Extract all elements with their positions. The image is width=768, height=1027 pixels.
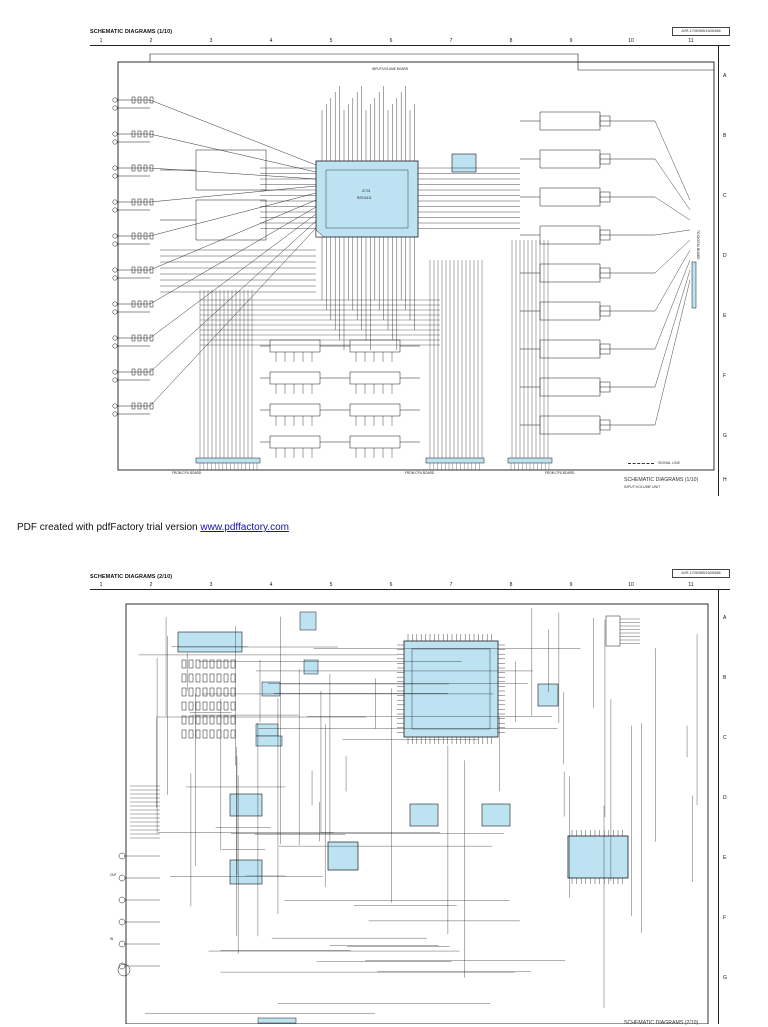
row-label: G [723, 975, 727, 981]
ic-chip [255, 723, 279, 737]
row-label: F [723, 915, 727, 921]
ic-chip [261, 681, 281, 697]
column-ruler: 1 2 3 4 5 6 7 8 9 10 11 [90, 38, 730, 46]
ic-chip [255, 735, 283, 747]
column-label: 2 [149, 38, 153, 44]
row-label: F [723, 373, 727, 379]
side-label: OUT [110, 873, 117, 877]
ic-part-label: R2S15111 [357, 196, 372, 200]
dsp-ic-chip [403, 640, 499, 738]
sheet-title: SCHEMATIC DIAGRAMS (2/10) [90, 574, 173, 580]
sheet-caption: SCHEMATIC DIAGRAMS (1/10) INPUT/VOLUME U… [624, 477, 698, 490]
column-label: 8 [509, 38, 513, 44]
column-label: 2 [149, 582, 153, 588]
row-label: A [723, 73, 727, 79]
signal-line-legend: SIGNAL LINE [628, 461, 680, 465]
column-label: 4 [269, 38, 273, 44]
column-label: 11 [688, 582, 694, 588]
column-ruler: 1 2 3 4 5 6 7 8 9 10 11 [90, 582, 730, 590]
ic-chip [229, 793, 263, 817]
column-label: 8 [509, 582, 513, 588]
pdf-note-text: PDF created with pdfFactory trial versio… [17, 522, 201, 533]
connector-label: FROM CPU BOARD [405, 471, 435, 475]
row-label: D [723, 795, 727, 801]
column-label: 6 [389, 38, 393, 44]
ic-chip [229, 859, 263, 885]
column-label: 11 [688, 38, 694, 44]
ic-chip [177, 631, 243, 653]
row-label: B [723, 675, 727, 681]
board-label: INPUT/VOLUME BOARD [372, 67, 409, 71]
small-ic-chip [451, 153, 477, 173]
column-label: 7 [449, 582, 453, 588]
model-code: AVR-1705/985/1605/686 [672, 27, 730, 36]
sheet-title: SCHEMATIC DIAGRAMS (1/10) [90, 29, 173, 35]
column-label: 1 [99, 38, 103, 44]
connector-label: FROM CPU BOARD [172, 471, 202, 475]
row-label: E [723, 313, 727, 319]
column-label: 3 [209, 582, 213, 588]
row-label: C [723, 193, 727, 199]
row-label: B [723, 133, 727, 139]
schematic-drawing-2: OUT IN [110, 603, 709, 1024]
column-label: 9 [569, 38, 573, 44]
pdffactory-link[interactable]: www.pdffactory.com [200, 522, 289, 533]
row-label: H [723, 477, 727, 483]
column-label: 6 [389, 582, 393, 588]
column-label: 9 [569, 582, 573, 588]
model-code: AVR-1705/985/1605/686 [672, 569, 730, 578]
side-connector-label: TO DIGITAL BOARD [696, 230, 700, 260]
caption-title: SCHEMATIC DIAGRAMS (2/10) [624, 1020, 699, 1026]
ic-ref-label: IC701 [362, 189, 371, 193]
caption-title: SCHEMATIC DIAGRAMS (1/10) [624, 477, 699, 483]
ic-chip [303, 659, 319, 675]
column-label: 1 [99, 582, 103, 588]
ic-chip [537, 683, 559, 707]
sheet-caption: SCHEMATIC DIAGRAMS (2/10) [624, 1020, 698, 1027]
column-label: 5 [329, 582, 333, 588]
row-ruler: A B C D E F G [718, 590, 733, 1024]
schematic-sheet-1: SCHEMATIC DIAGRAMS (1/10) AVR-1705/985/1… [0, 0, 768, 512]
pdf-note: PDF created with pdfFactory trial versio… [17, 522, 289, 533]
ic-chip [481, 803, 511, 827]
caption-subtitle: INPUT/VOLUME UNIT [624, 484, 661, 489]
row-label: G [723, 433, 727, 439]
column-label: 7 [449, 38, 453, 44]
schematic-drawing-1: INPUT/VOLUME BOARD IC701 R2S15111 FROM C… [112, 53, 715, 475]
column-label: 3 [209, 38, 213, 44]
row-label: E [723, 855, 727, 861]
column-label: 10 [628, 582, 634, 588]
column-label: 4 [269, 582, 273, 588]
connector-label: FROM CPU BOARD [545, 471, 575, 475]
ic-chip [327, 841, 359, 871]
row-label: C [723, 735, 727, 741]
row-label: D [723, 253, 727, 259]
side-label: IN [110, 937, 114, 941]
signal-line-label: SIGNAL LINE [658, 461, 681, 465]
decoder-ic-chip [567, 835, 629, 879]
row-label: A [723, 615, 727, 621]
ic-chip [409, 803, 439, 827]
row-ruler: A B C D E F G H [718, 46, 733, 496]
schematic-sheet-2: SCHEMATIC DIAGRAMS (2/10) AVR-1705/985/1… [0, 556, 768, 1027]
column-label: 5 [329, 38, 333, 44]
main-ic-chip: IC701 R2S15111 [315, 160, 419, 238]
column-label: 10 [628, 38, 634, 44]
ic-chip [299, 611, 317, 631]
